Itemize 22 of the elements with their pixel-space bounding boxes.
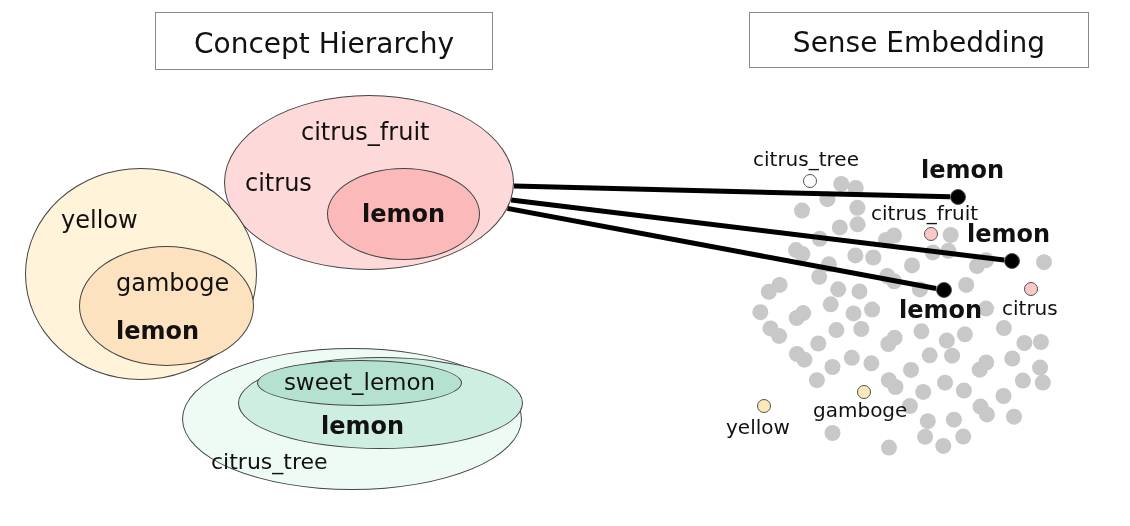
heading-text: Sense Embedding: [791, 26, 1047, 59]
concept-label: citrus: [245, 169, 312, 197]
point-label: citrus: [1002, 296, 1058, 320]
concept-label: lemon: [116, 317, 200, 345]
point-label: lemon: [921, 156, 1005, 184]
concept-label: citrus_fruit: [301, 118, 430, 146]
point-label: citrus_tree: [753, 147, 859, 171]
concept-label: lemon: [321, 412, 405, 440]
concept-label: yellow: [61, 206, 138, 234]
connector-line: [510, 197, 1005, 263]
connector-line: [507, 205, 937, 291]
heading-text: Concept Hierarchy: [192, 27, 455, 60]
concept-label: citrus_tree: [211, 449, 328, 474]
concept-label: sweet_lemon: [282, 369, 437, 395]
connector-line: [513, 183, 951, 200]
concept-label: lemon: [360, 200, 447, 228]
point-label: lemon: [899, 296, 983, 324]
point-label: gamboge: [813, 398, 908, 422]
heading-box: [155, 12, 493, 70]
concept-label: gamboge: [116, 269, 230, 297]
heading-box: [749, 12, 1089, 68]
point-label: yellow: [726, 415, 790, 439]
